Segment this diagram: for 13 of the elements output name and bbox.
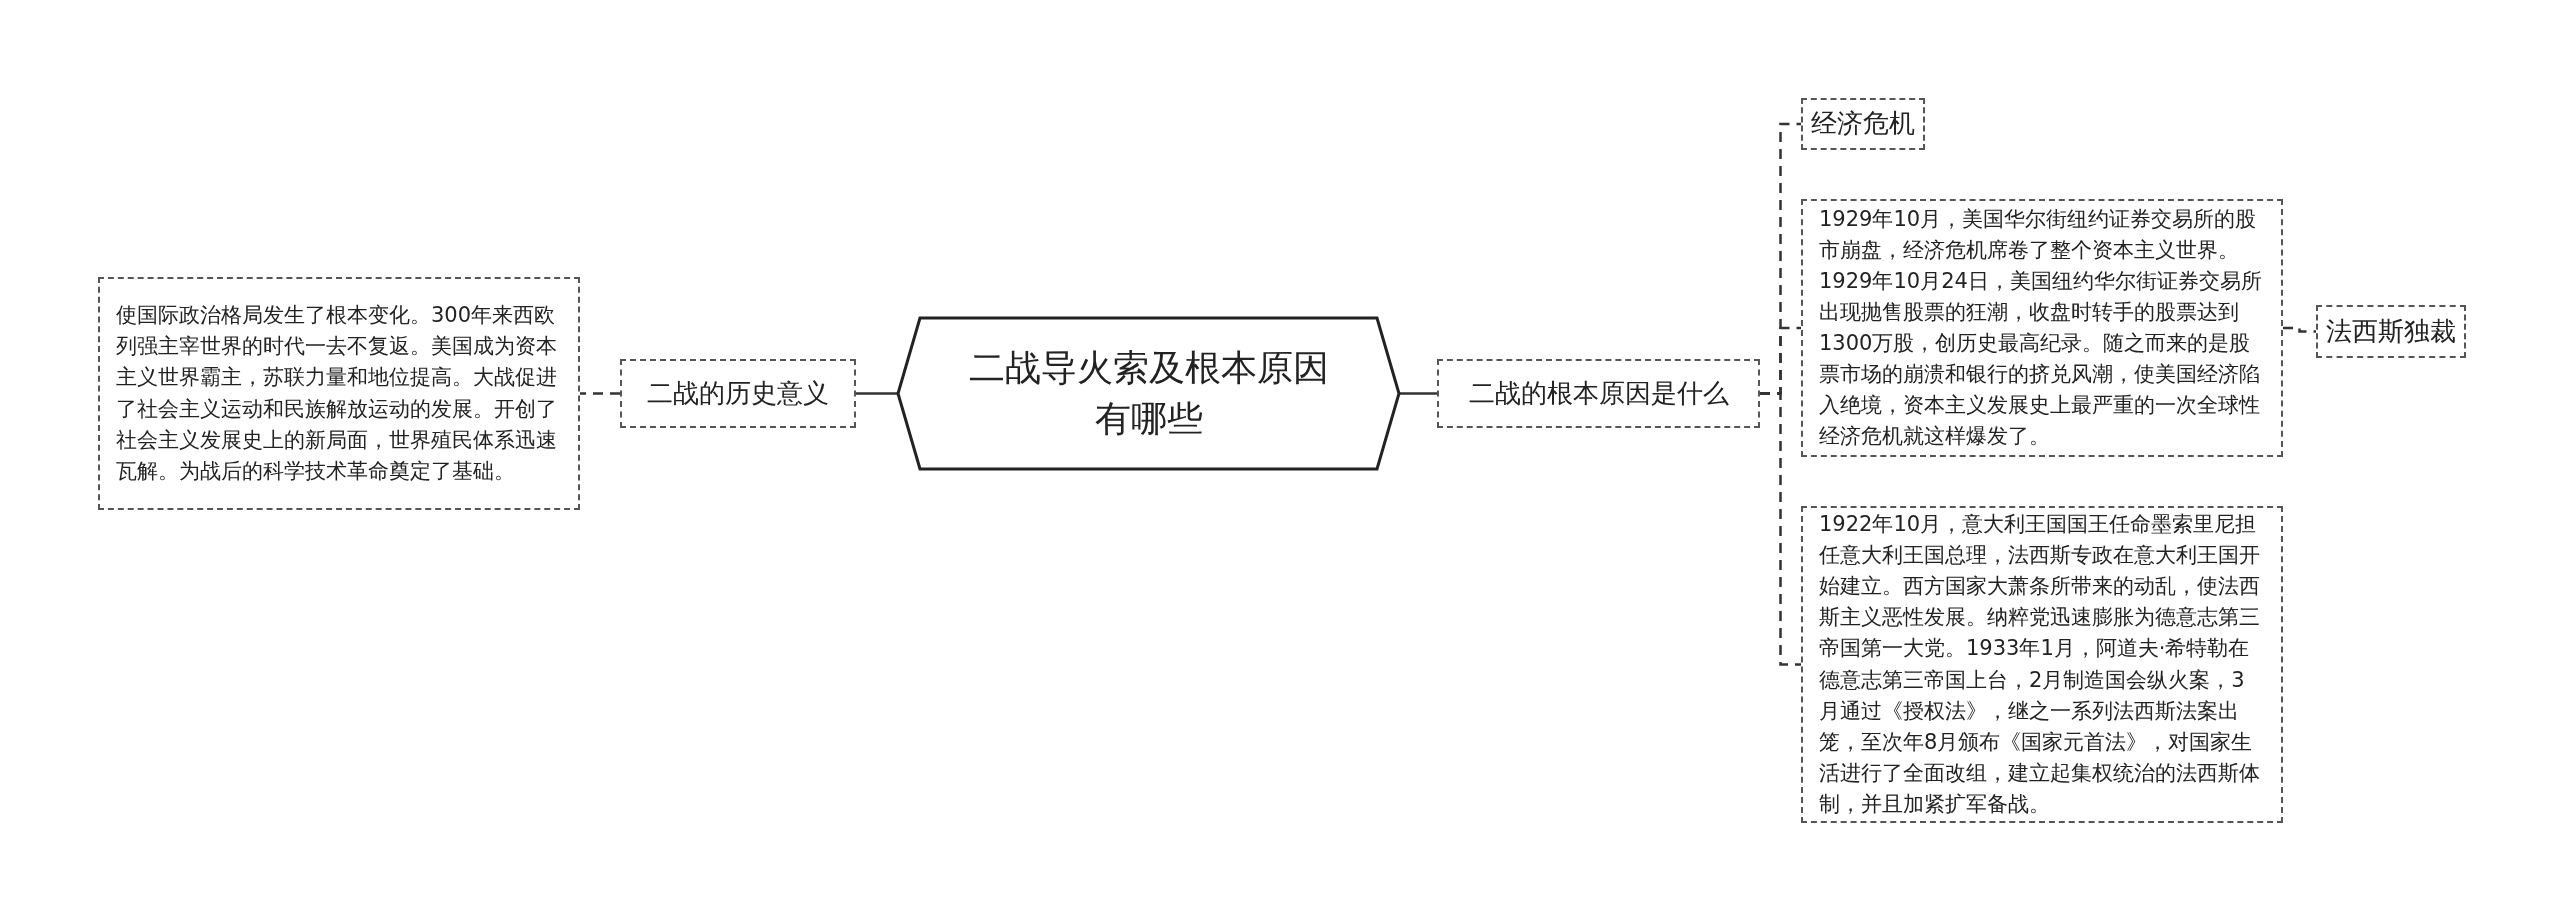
hexagon-node: 二战导火索及根本原因有哪些 <box>898 318 1399 469</box>
text-box: 使国际政治格局发生了根本变化。300年来西欧列强主宰世界的时代一去不复返。美国成为资本主义世界霸主，苏联力量和地位提高。大战促进了社会主义运动和民族解放运动的发展。开创了社会主义发展史上的新局面，世界殖民体系迅速瓦解。为战后的科学技术革命奠定了基础。 <box>98 277 580 510</box>
connector-line <box>2283 326 2316 333</box>
topic-box: 经济危机 <box>1801 98 1925 150</box>
connector-line <box>1760 392 1801 666</box>
connector-line <box>1399 392 1437 395</box>
text-box: 1922年10月，意大利王国国王任命墨索里尼担任意大利王国总理，法西斯专政在意大利王国开始建立。西方国家大萧条所带来的动乱，使法西斯主义恶性发展。纳粹党迅速膨胀为德意志第三帝国第一大党。1933年1月，阿道夫·希特勒在德意志第三帝国上台，2月制造国会纵火案，3月通过《授权法》，继之一系列法西斯法案出笼，至次年8月颁布《国家元首法》，对国家生活进行了全面改组，建立起集权统治的法西斯体制，并且加紧扩军备战。 <box>1801 506 2283 823</box>
topic-box: 二战的根本原因是什么 <box>1437 359 1760 428</box>
topic-box: 法西斯独裁 <box>2316 305 2466 358</box>
connector-line <box>856 392 898 395</box>
topic-box: 二战的历史意义 <box>620 359 856 428</box>
text-box: 1929年10月，美国华尔街纽约证券交易所的股市崩盘，经济危机席卷了整个资本主义世界。1929年10月24日，美国纽约华尔街证券交易所出现抛售股票的狂潮，收盘时转手的股票达到1300万股，创历史最高纪录。随之而来的是股票市场的崩溃和银行的挤兑风潮，使美国经济陷入绝境，资本主义发展史上最严重的一次全球性经济危机就这样爆发了。 <box>1801 199 2283 457</box>
connector-line <box>580 392 620 395</box>
